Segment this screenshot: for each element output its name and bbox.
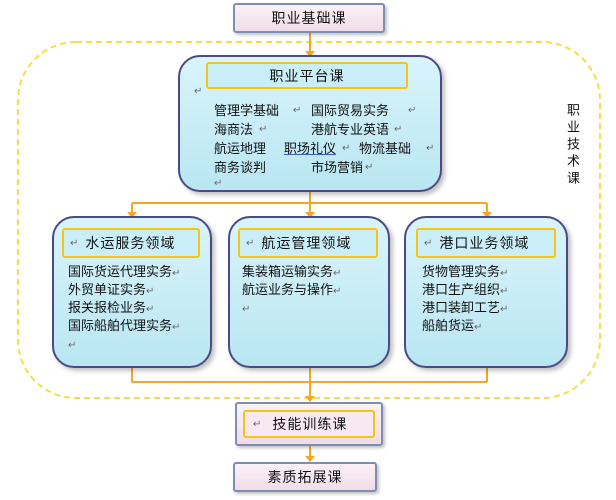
course-item: 航运业务与操作↵ — [242, 283, 342, 298]
paragraph-mark: ↵ — [424, 237, 434, 249]
paragraph-mark: ↵ — [246, 237, 256, 249]
skills-training-title-box: ↵ 技能训练课 — [243, 410, 375, 438]
domain-panel-water-transport: ↵ 水运服务领域 国际货运代理实务↵ 外贸单证实务↵ 报关报检业务↵ 国际船舶代… — [52, 216, 212, 368]
domain-title: 水运服务领域 — [85, 236, 176, 252]
quality-expansion-label: 素质拓展课 — [267, 470, 343, 486]
course-item: ↵ — [68, 340, 77, 351]
arrowhead-skills — [305, 396, 315, 402]
domain-panel-shipping-management: ↵ 航运管理领域 集装箱运输实务↵ 航运业务与操作↵ ↵ — [228, 216, 390, 368]
domain-course-list: 国际货运代理实务↵ 外贸单证实务↵ 报关报检业务↵ 国际船舶代理实务↵ ↵ — [68, 264, 180, 354]
course-workplace-etiquette: 职场礼仪 — [284, 142, 337, 157]
arrowhead-middle — [305, 212, 315, 218]
course-marketing: 市场营销 — [311, 161, 364, 176]
course-item: 集装箱运输实务↵ — [242, 265, 342, 280]
paragraph-mark: ↵ — [259, 124, 268, 135]
domain-title-box: ↵ 港口业务领域 — [416, 228, 556, 258]
arrowhead-bottom — [305, 456, 315, 462]
domain-title-box: ↵ 水运服务领域 — [62, 228, 200, 258]
skills-training-label: 技能训练课 — [272, 417, 348, 433]
domain-title-box: ↵ 航运管理领域 — [238, 228, 378, 258]
arrowhead-left — [127, 212, 137, 218]
course-item: 港口装卸工艺↵ — [422, 301, 509, 316]
paragraph-mark: ↵ — [394, 124, 403, 135]
course-item: 外贸单证实务↵ — [68, 283, 155, 298]
basic-courses-label: 职业基础课 — [271, 11, 347, 27]
course-management-basics: 管理学基础 — [214, 104, 280, 119]
domain-panel-port-business: ↵ 港口业务领域 货物管理实务↵ 港口生产组织↵ 港口装卸工艺↵ 船舶货运↵ — [404, 216, 568, 368]
paragraph-mark: ↵ — [365, 162, 374, 173]
paragraph-mark: ↵ — [426, 143, 435, 154]
domain-course-list: 集装箱运输实务↵ 航运业务与操作↵ ↵ — [242, 264, 341, 318]
basic-courses-box: 职业基础课 — [233, 3, 385, 33]
course-item: 船舶货运↵ — [422, 319, 483, 334]
course-maritime-law: 海商法 — [214, 123, 254, 138]
course-item: 货物管理实务↵ — [422, 265, 509, 280]
course-item: ↵ — [242, 304, 251, 315]
arrowhead-right — [482, 212, 492, 218]
course-logistics-basics: 物流基础 — [359, 142, 412, 157]
course-item: 国际货运代理实务↵ — [68, 265, 181, 280]
course-item: 报关报检业务↵ — [68, 301, 155, 316]
paragraph-mark: ↵ — [293, 105, 302, 116]
domain-course-list: 货物管理实务↵ 港口生产组织↵ 港口装卸工艺↵ 船舶货运↵ — [422, 264, 508, 336]
course-shipping-geography: 航运地理 — [214, 142, 267, 157]
arrowhead-platform — [305, 51, 315, 57]
platform-courses-title: 职业平台课 — [269, 68, 345, 85]
course-business-negotiation: 商务谈判 — [214, 161, 267, 176]
skills-training-box: ↵ 技能训练课 — [235, 402, 383, 446]
course-international-trade: 国际贸易实务 — [311, 104, 390, 119]
domain-title: 航运管理领域 — [261, 236, 352, 252]
paragraph-mark: ↵ — [194, 86, 203, 97]
quality-expansion-box: 素质拓展课 — [233, 462, 377, 492]
course-item: 港口生产组织↵ — [422, 283, 509, 298]
professional-technical-label: 职业技术课 — [564, 102, 579, 188]
paragraph-mark: ↵ — [214, 178, 223, 189]
platform-courses-title-box: 职业平台课 — [206, 62, 408, 89]
paragraph-mark: ↵ — [408, 105, 417, 116]
course-port-shipping-english: 港航专业英语 — [311, 123, 390, 138]
paragraph-mark: ↵ — [253, 418, 263, 430]
platform-courses-panel: 职业平台课 ↵ 管理学基础 ↵ 国际贸易实务 ↵ 海商法 ↵ 港航专业英语 ↵ … — [178, 55, 442, 192]
domain-title: 港口业务领域 — [439, 236, 530, 252]
paragraph-mark: ↵ — [342, 143, 351, 154]
paragraph-mark: ↵ — [70, 237, 80, 249]
course-item: 国际船舶代理实务↵ — [68, 319, 181, 334]
